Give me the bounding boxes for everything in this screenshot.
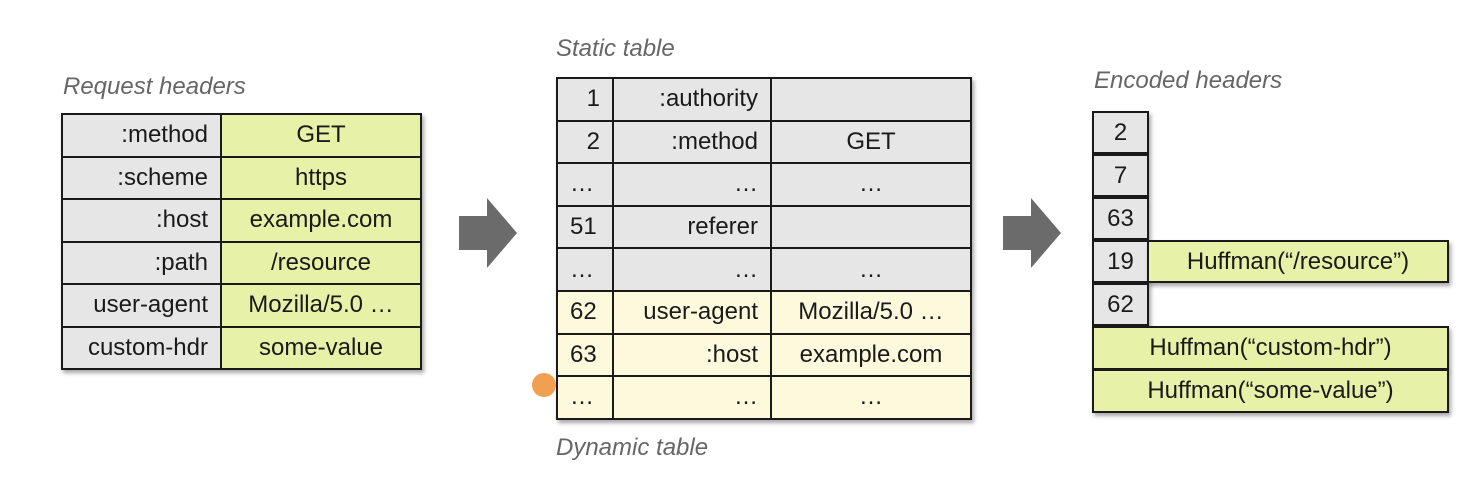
table-index: … [556,247,614,292]
table-header-name: referer [612,204,772,250]
table-header-name: … [612,247,772,292]
table-header-value: Mozilla/5.0 … [770,289,972,335]
request-header-row: :scheme https [61,155,422,200]
header-value: example.com [220,198,422,243]
static-table-row: 51 referer [556,204,972,250]
encoded-index: 7 [1092,154,1149,197]
table-header-value: … [770,247,972,292]
table-header-value [770,77,972,122]
static-table-row: 2 :method GET [556,119,972,165]
table-header-value: GET [770,119,972,165]
table-index: 51 [556,204,614,250]
static-table-row: 1 :authority [556,77,972,122]
table-header-value: … [770,162,972,207]
header-value: some-value [220,325,422,370]
table-header-value: … [770,375,972,420]
table-index: 1 [556,77,614,122]
table-index: 63 [556,332,614,378]
header-value: /resource [220,240,422,285]
request-header-row: user-agent Mozilla/5.0 … [61,283,422,328]
static-dynamic-table: 1 :authority 2 :method GET … … … 51 refe… [556,77,972,420]
request-header-row: :method GET [61,113,422,158]
dynamic-table-caption: Dynamic table [556,434,709,461]
request-header-row: :host example.com [61,198,422,243]
encoded-headers-caption: Encoded headers [1094,67,1283,94]
header-value: https [220,155,422,200]
table-header-name: :host [612,332,772,378]
dynamic-table-row: 62 user-agent Mozilla/5.0 … [556,289,972,335]
cursor-dot [532,373,556,397]
right-arrow-icon [1003,198,1061,268]
table-header-name: :method [612,119,772,165]
table-header-name: :authority [612,77,772,122]
header-name: :method [61,113,222,158]
static-table-row: … … … [556,247,972,292]
encoded-literal-value: Huffman(“/resource”) [1147,240,1449,283]
static-table-caption: Static table [556,35,675,62]
header-name: :host [61,198,222,243]
request-headers-table: :method GET :scheme https :host example.… [61,113,422,370]
dynamic-table-row: 63 :host example.com [556,332,972,378]
header-value: Mozilla/5.0 … [220,283,422,328]
right-arrow-icon [459,198,517,268]
table-header-name: … [612,162,772,207]
encoded-index: 62 [1092,283,1149,326]
header-name: :scheme [61,155,222,200]
request-headers-caption: Request headers [63,73,246,100]
static-table-row: … … … [556,162,972,207]
table-header-value: example.com [770,332,972,378]
table-index: 2 [556,119,614,165]
table-index: … [556,162,614,207]
header-name: user-agent [61,283,222,328]
encoded-index: 63 [1092,197,1149,240]
request-header-row: custom-hdr some-value [61,325,422,370]
encoded-literal-name: Huffman(“custom-hdr”) [1092,326,1449,370]
request-header-row: :path /resource [61,240,422,285]
encoded-index: 2 [1092,111,1149,154]
dynamic-table-row: … … … [556,375,972,420]
encoded-index: 19 [1092,240,1149,283]
header-value: GET [220,113,422,158]
table-header-name: … [612,375,772,420]
header-name: custom-hdr [61,325,222,370]
encoded-literal-value: Huffman(“some-value”) [1092,369,1449,413]
table-index: … [556,375,614,420]
table-header-name: user-agent [612,289,772,335]
table-header-value [770,204,972,250]
header-name: :path [61,240,222,285]
table-index: 62 [556,289,614,335]
